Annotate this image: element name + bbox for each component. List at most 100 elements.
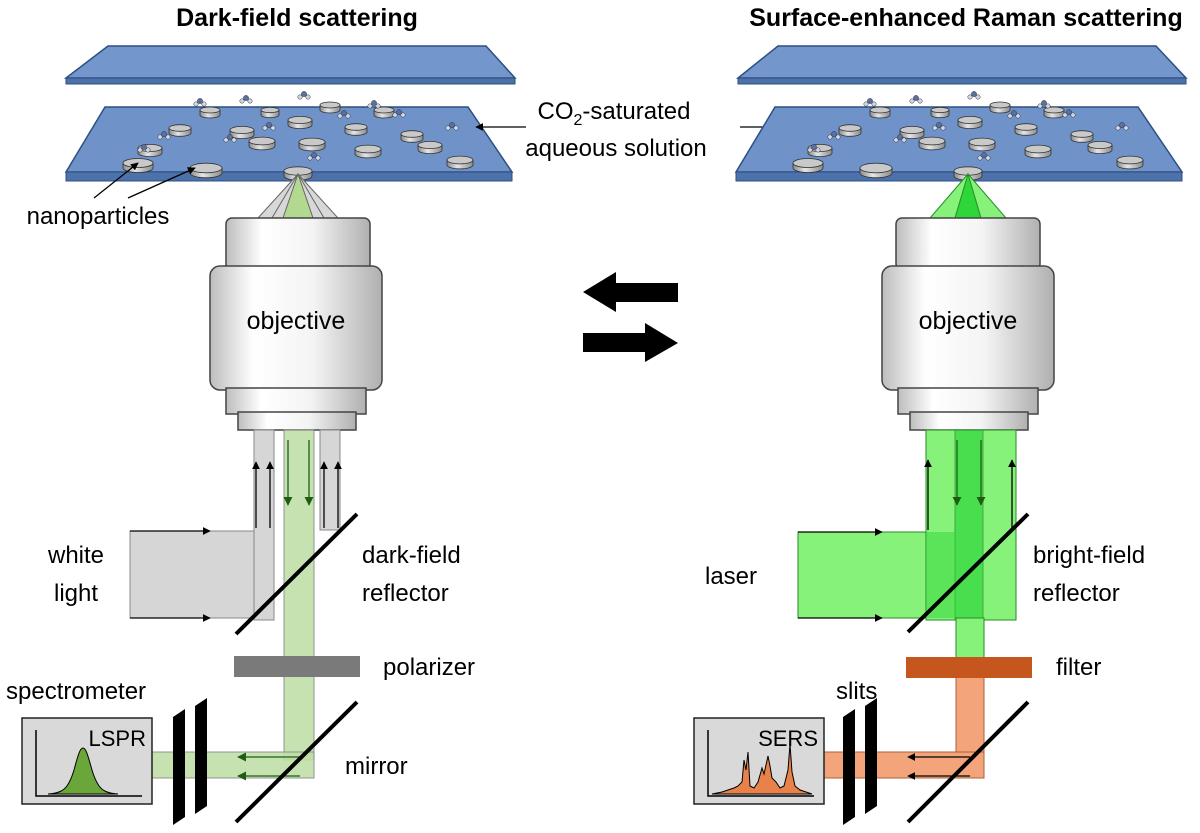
polarizer (234, 656, 360, 677)
nanoparticle-disk-top (792, 158, 824, 168)
molecule-atom (835, 134, 841, 140)
nanoparticle-disk-top (287, 116, 313, 125)
left-objective: objective (209, 217, 383, 431)
molecule-atom (337, 113, 343, 119)
molecule-atom (231, 137, 237, 143)
molecule-atom (223, 137, 229, 143)
molecule-atom (371, 100, 377, 106)
nanoparticle-disk-top (859, 162, 893, 174)
molecule-atom (270, 125, 276, 131)
co2-label-line2: aqueous solution (525, 135, 706, 162)
nanoparticle-disk-top (1087, 140, 1113, 149)
nanoparticle-disk-top (298, 137, 326, 147)
nanoparticle-disk-top (838, 124, 862, 132)
bright-field-reflector-label-2: reflector (1033, 580, 1120, 607)
nanoparticle-disk-top (1116, 155, 1144, 165)
molecule-atom (1115, 125, 1121, 131)
raman-signal-beam (955, 676, 985, 758)
molecule-atom (400, 112, 406, 118)
center-area: CO2-saturated aqueous solution (475, 98, 783, 362)
molecule-atom (165, 134, 171, 140)
right-slit-1 (843, 709, 855, 825)
left-title: Dark-field scattering (176, 4, 418, 32)
nanoparticle-disk-top (989, 101, 1011, 109)
right-nanoparticles (792, 91, 1144, 181)
molecule-atom (201, 101, 207, 107)
bright-field-reflector-label-1: bright-field (1033, 542, 1145, 569)
molecule-atom (901, 137, 907, 143)
molecule-atom (815, 147, 821, 153)
sers-spectrometer: SERS (693, 717, 825, 805)
sers-label: SERS (758, 726, 818, 751)
molecule-atom (145, 147, 151, 153)
molecule-atom (967, 94, 973, 100)
molecule-atom (1066, 109, 1072, 115)
molecule-atom (161, 131, 167, 137)
molecule-atom (985, 155, 991, 161)
nanoparticle-disk-top (248, 136, 276, 146)
molecule-atom (137, 147, 143, 153)
molecule-atom (345, 113, 351, 119)
molecule-atom (932, 125, 938, 131)
molecule-atom (1045, 103, 1051, 109)
nanoparticle-disk-top (373, 106, 395, 114)
polarizer-label: polarizer (383, 654, 475, 681)
nanoparticle-disk-top (918, 136, 946, 146)
molecule-atom (445, 125, 451, 131)
molecule-atom (897, 134, 903, 140)
nanoparticle-disk-top (1024, 144, 1052, 154)
right-mirror (906, 700, 1030, 824)
lspr-label: LSPR (89, 726, 146, 751)
white-light-beam (129, 530, 271, 619)
molecule-atom (977, 155, 983, 161)
bright-field-reflector (906, 512, 1030, 634)
molecule-atom (831, 131, 837, 137)
molecule-atom (227, 134, 233, 140)
left-objective-label: objective (247, 307, 346, 335)
molecule-atom (307, 155, 313, 161)
molecule-atom (157, 134, 163, 140)
molecule-atom (247, 98, 253, 104)
molecule-atom (266, 122, 272, 128)
nanoparticle-disk-top (968, 137, 996, 147)
molecule-atom (243, 95, 249, 101)
dark-field-reflector (234, 512, 359, 636)
right-cover-plate (735, 45, 1188, 85)
nanoparticle-disk-top (930, 106, 950, 114)
left-slit-2 (195, 698, 207, 814)
molecule-atom (301, 91, 307, 97)
molecule-atom (909, 98, 915, 104)
molecule-atom (1119, 122, 1125, 128)
left-side-beam-1 (253, 429, 275, 621)
right-slit-2 (865, 698, 877, 814)
white-light-label-1: white (47, 542, 104, 569)
left-side-beam-2 (319, 429, 341, 531)
switch-arrow-right-icon (583, 323, 678, 362)
nanoparticle-disk-top (319, 101, 341, 109)
molecule-atom (311, 152, 317, 158)
molecule-atom (1011, 110, 1017, 116)
nanoparticle-disk-top (1070, 130, 1094, 138)
dark-field-reflector-label-2: reflector (362, 580, 449, 607)
molecule-atom (811, 144, 817, 150)
molecule-atom (975, 94, 981, 100)
molecule-atom (913, 95, 919, 101)
molecule-atom (341, 110, 347, 116)
nanoparticle-disk-top (1014, 123, 1038, 131)
molecule-atom (305, 94, 311, 100)
left-slit-1 (173, 709, 185, 825)
nanoparticles-label: nanoparticles (27, 203, 170, 230)
nanoparticle-disk-top (957, 116, 983, 125)
right-objective-label: objective (919, 307, 1018, 335)
laser-label: laser (705, 563, 757, 590)
molecule-atom (141, 144, 147, 150)
molecule-atom (917, 98, 923, 104)
right-title: Surface-enhanced Raman scattering (749, 4, 1182, 32)
molecule-atom (1123, 125, 1129, 131)
switch-arrow-left-icon (583, 272, 678, 312)
molecule-atom (396, 109, 402, 115)
molecule-atom (936, 122, 942, 128)
molecule-atom (239, 98, 245, 104)
nanoparticle-disk-top (417, 140, 443, 149)
